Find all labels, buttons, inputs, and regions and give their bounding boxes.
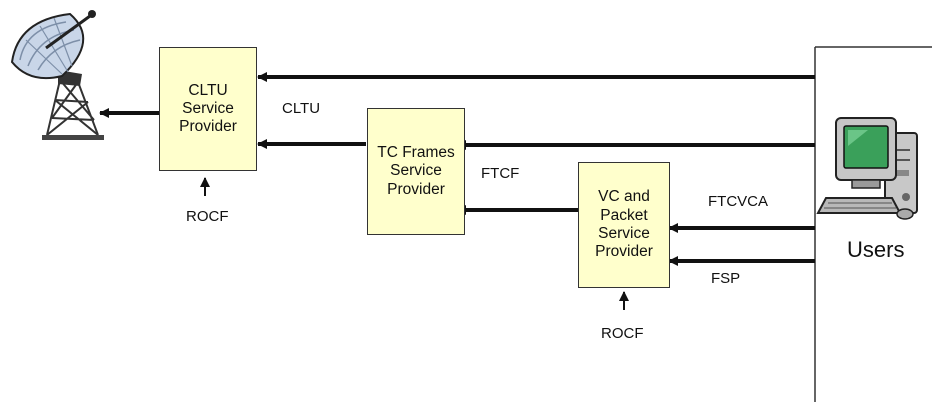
cltu-box-label: CLTU Service Provider <box>179 81 237 136</box>
rocf-label-right: ROCF <box>601 325 644 342</box>
vc-packet-service-provider-box: VC and Packet Service Provider <box>578 162 670 288</box>
satellite-dish-icon <box>10 10 104 140</box>
computer-workstation-icon <box>816 117 918 220</box>
vc-packet-box-label: VC and Packet Service Provider <box>595 188 653 261</box>
rocf-label-left: ROCF <box>186 208 229 225</box>
ftcf-arrow-label: FTCF <box>481 165 520 182</box>
ftcvca-arrow-label: FTCVCA <box>708 193 768 210</box>
users-panel-border <box>814 46 932 402</box>
tc-frames-box-label: TC Frames Service Provider <box>377 144 455 198</box>
cltu-service-provider-box: CLTU Service Provider <box>159 47 257 171</box>
tc-frames-service-provider-box: TC Frames Service Provider <box>367 108 465 235</box>
cltu-arrow-label: CLTU <box>282 100 321 117</box>
fsp-arrow-label: FSP <box>711 270 741 287</box>
users-label: Users <box>847 237 905 262</box>
